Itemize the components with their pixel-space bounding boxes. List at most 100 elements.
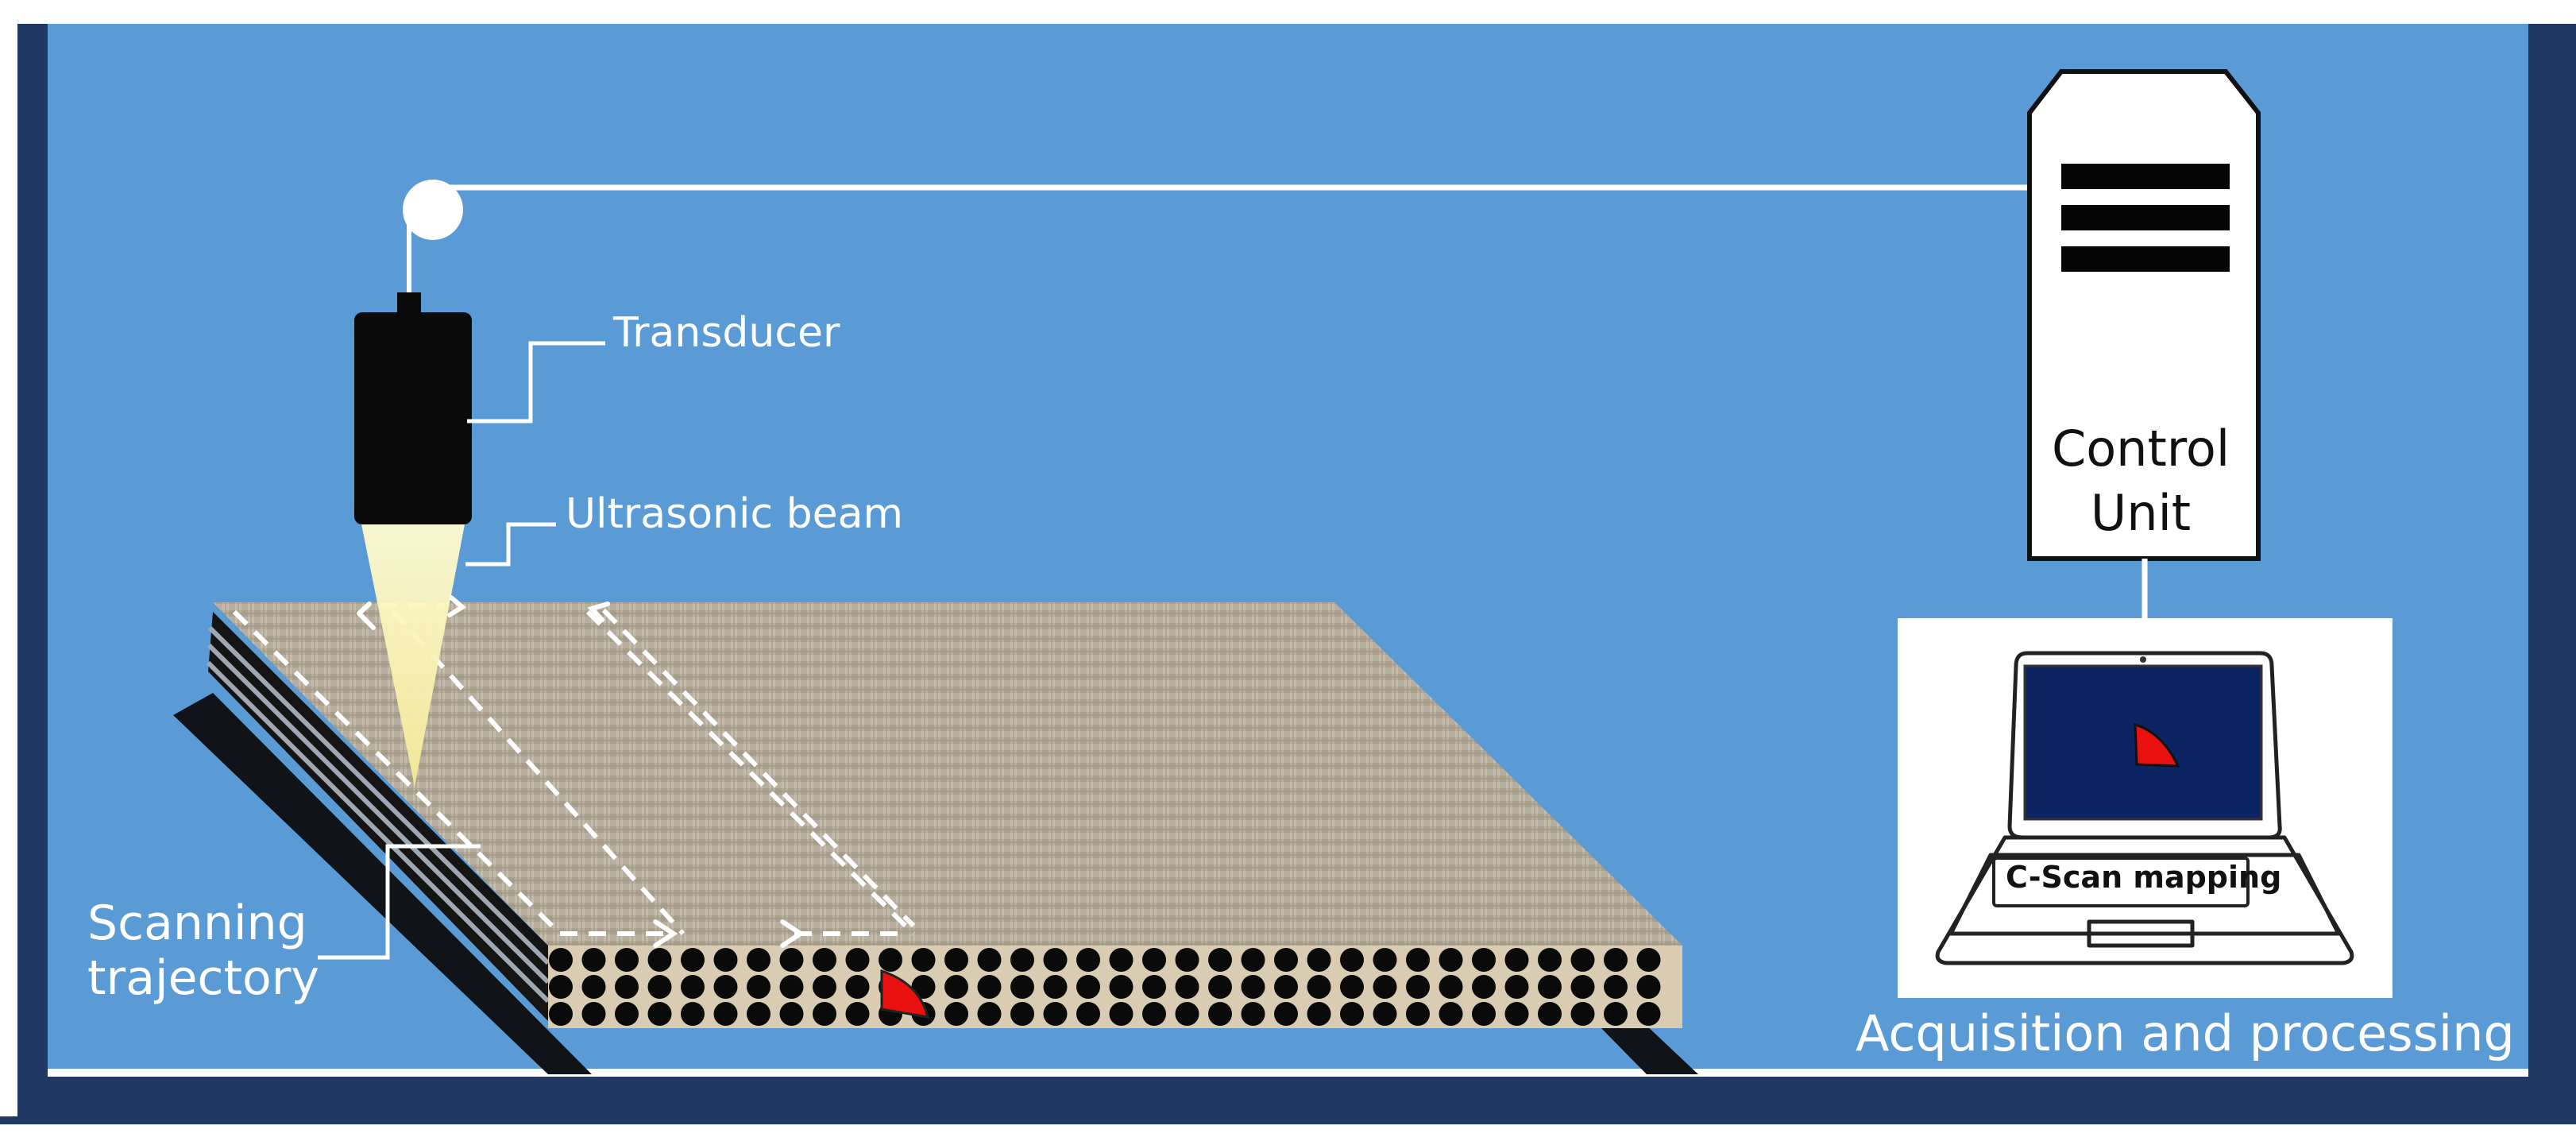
fiber-dot — [1340, 948, 1364, 972]
fiber-dot — [1274, 975, 1298, 999]
fiber-dot — [879, 948, 902, 972]
control-unit-label-line1: Control — [2051, 420, 2230, 478]
fiber-dot — [681, 975, 705, 999]
layer-line — [206, 660, 550, 1004]
fiber-dot — [1010, 975, 1034, 999]
fiber-dot — [1043, 948, 1068, 972]
fiber-dot — [1274, 1002, 1298, 1026]
fiber-dot — [1604, 948, 1628, 972]
fiber-dot — [813, 948, 836, 972]
control-unit-label-line2: Unit — [2090, 483, 2192, 542]
fiber-dot — [1010, 948, 1034, 972]
drive-bay — [2061, 205, 2230, 230]
fiber-dot — [977, 1002, 1002, 1026]
laptop-camera — [2140, 656, 2146, 663]
fiber-dot — [1175, 1002, 1199, 1026]
fiber-dot — [1504, 975, 1529, 999]
fiber-dot — [1142, 1002, 1166, 1026]
fiber-dot — [911, 948, 936, 972]
ultrasonic-beam — [361, 524, 465, 787]
fiber-dot — [1208, 975, 1232, 999]
cscan-mapping-label: C-Scan mapping — [2006, 860, 2282, 895]
fiber-dot — [1570, 975, 1595, 999]
fiber-dot — [1010, 1002, 1034, 1026]
fiber-dot — [1208, 1002, 1232, 1026]
composite-plate-top — [213, 602, 1682, 946]
fiber-dot — [1175, 975, 1199, 999]
fiber-dot — [779, 1002, 804, 1026]
fiber-dot — [1175, 948, 1199, 972]
fiber-dot — [1373, 948, 1397, 972]
fiber-dot — [1604, 1002, 1628, 1026]
fiber-dot — [1604, 975, 1628, 999]
fiber-dot — [1109, 975, 1134, 999]
beam-leader — [465, 522, 556, 567]
fiber-dot — [1373, 975, 1397, 999]
fiber-dot — [845, 948, 870, 972]
defect-marker — [880, 969, 929, 1019]
fiber-dot — [1439, 975, 1463, 999]
fiber-dot — [1142, 975, 1166, 999]
fiber-dot — [813, 975, 836, 999]
tower-computer-icon — [2027, 69, 2261, 561]
fiber-dot — [845, 1002, 870, 1026]
fiber-dot — [1307, 948, 1331, 972]
fiber-dot — [944, 1002, 968, 1026]
fiber-dot — [1406, 975, 1430, 999]
fiber-dot — [1109, 948, 1134, 972]
fiber-dot — [549, 975, 573, 999]
tank-rim-left — [0, 20, 17, 1116]
fiber-dot — [549, 948, 573, 972]
fiber-dot — [1076, 948, 1100, 972]
fiber-dot — [1208, 948, 1232, 972]
layer-line — [207, 625, 550, 965]
fiber-dot — [1076, 975, 1100, 999]
fiber-dot — [1307, 975, 1331, 999]
fiber-dot — [1109, 1002, 1134, 1026]
transducer-label: Transducer — [613, 309, 840, 357]
fiber-dot — [1043, 1002, 1068, 1026]
transducer-leader — [467, 341, 605, 424]
fiber-dot — [1504, 1002, 1529, 1026]
fiber-dot — [615, 1002, 639, 1026]
fiber-dot — [647, 975, 672, 999]
fiber-dot — [779, 975, 804, 999]
support-rail-right — [1597, 1023, 1698, 1074]
fiber-dot — [1636, 948, 1661, 972]
fiber-dot — [615, 948, 639, 972]
layer-line — [207, 643, 550, 984]
fiber-dot — [581, 975, 606, 999]
fiber-dot — [1406, 1002, 1430, 1026]
fiber-dot — [1538, 975, 1562, 999]
fiber-dot — [779, 948, 804, 972]
fiber-dot — [944, 975, 968, 999]
fiber-dot — [1241, 1002, 1265, 1026]
fiber-dot — [1043, 975, 1068, 999]
drive-bay — [2061, 164, 2230, 189]
fiber-dot — [1241, 975, 1265, 999]
fiber-dot — [845, 975, 870, 999]
fiber-dot — [1504, 948, 1529, 972]
tank-wall — [0, 24, 2576, 1124]
fiber-dot — [1076, 1002, 1100, 1026]
fiber-dot — [1538, 1002, 1562, 1026]
fiber-dot — [1570, 948, 1595, 972]
fiber-dot — [713, 975, 738, 999]
fiber-dot — [1472, 975, 1496, 999]
fiber-dot — [977, 948, 1002, 972]
fiber-dot — [1472, 948, 1496, 972]
fiber-dot — [1439, 948, 1463, 972]
ultrasonic-beam-label: Ultrasonic beam — [566, 490, 904, 538]
fiber-dot — [1538, 948, 1562, 972]
trajectory-arrowheads — [357, 595, 805, 948]
fiber-dot — [747, 975, 770, 999]
scanning-trajectory — [232, 603, 916, 936]
fiber-dot — [713, 1002, 738, 1026]
fiber-dot — [713, 948, 738, 972]
fiber-dot — [1373, 1002, 1397, 1026]
fiber-dot — [747, 948, 770, 972]
fiber-dot — [581, 948, 606, 972]
drive-bay — [2061, 246, 2230, 272]
acquisition-processing-label: Acquisition and processing — [1856, 1004, 2515, 1062]
